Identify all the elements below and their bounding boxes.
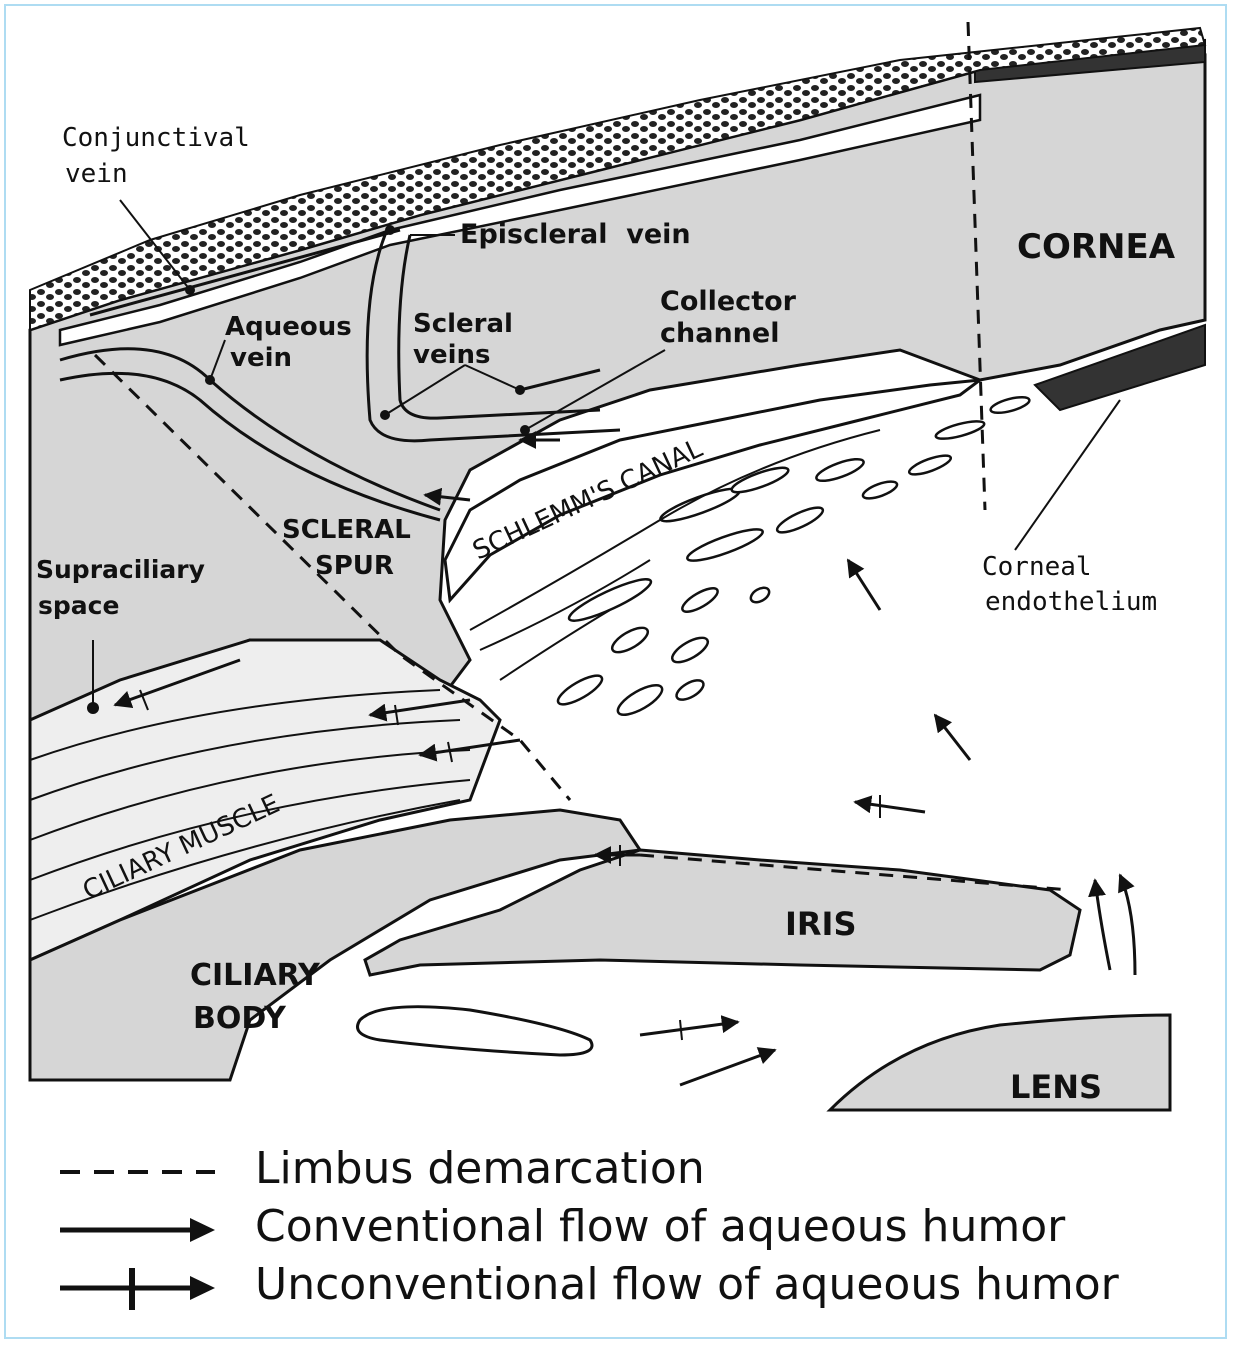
label-corneal-endothelium-1: Corneal	[982, 552, 1092, 582]
legend: Limbus demarcation Conventional flow of …	[50, 1140, 1210, 1314]
legend-label-limbus: Limbus demarcation	[255, 1140, 705, 1198]
label-cornea: CORNEA	[1017, 227, 1176, 267]
label-conjunctival-vein-2: vein	[65, 159, 128, 189]
arrow-icon	[50, 1198, 220, 1256]
legend-row-conventional: Conventional flow of aqueous humor	[50, 1198, 1210, 1256]
legend-row-unconventional: Unconventional flow of aqueous humor	[50, 1256, 1210, 1314]
label-supraciliary-space-2: space	[38, 591, 119, 620]
dashed-line-icon	[50, 1140, 220, 1198]
lens	[830, 1015, 1170, 1110]
label-scleral-spur-1: SCLERAL	[282, 515, 411, 545]
label-ciliary-body-1: CILIARY	[190, 958, 321, 993]
label-scleral-veins-1: Scleral	[413, 309, 513, 339]
label-episcleral-vein: Episcleral vein	[460, 219, 691, 250]
crossed-arrow-icon	[50, 1256, 220, 1314]
label-lens: LENS	[1010, 1068, 1102, 1106]
label-collector-channel-1: Collector	[660, 286, 797, 317]
label-corneal-endothelium-2: endothelium	[985, 587, 1157, 617]
ciliary-process	[358, 1007, 593, 1055]
legend-label-unconventional: Unconventional flow of aqueous humor	[255, 1256, 1119, 1314]
label-supraciliary-space-1: Supraciliary	[36, 555, 205, 584]
label-ciliary-body-2: BODY	[193, 1001, 287, 1036]
label-aqueous-vein-2: vein	[230, 343, 292, 373]
label-scleral-spur-2: SPUR	[315, 551, 394, 581]
legend-label-conventional: Conventional flow of aqueous humor	[255, 1198, 1065, 1256]
label-scleral-veins-2: veins	[413, 340, 490, 370]
label-collector-channel-2: channel	[660, 318, 779, 349]
label-conjunctival-vein-1: Conjunctival	[62, 123, 250, 153]
legend-row-limbus: Limbus demarcation	[50, 1140, 1210, 1198]
label-aqueous-vein-1: Aqueous	[225, 312, 352, 342]
label-iris: IRIS	[785, 905, 857, 943]
